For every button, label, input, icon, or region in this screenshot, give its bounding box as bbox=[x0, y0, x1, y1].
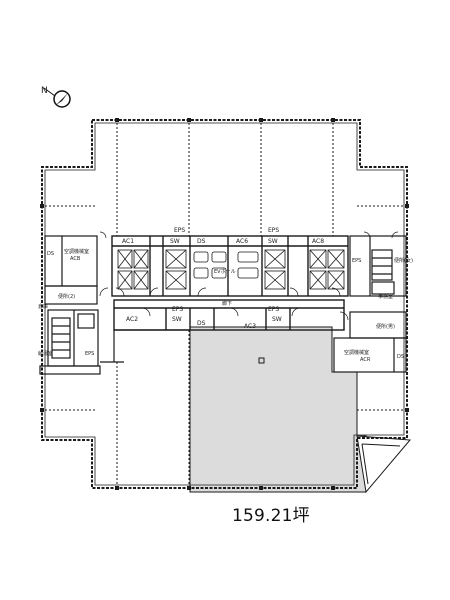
room-label-office: 事務室 bbox=[378, 293, 393, 300]
room-label-acb: ACB bbox=[70, 256, 81, 262]
partition-walls bbox=[100, 329, 190, 363]
right-service-block bbox=[333, 235, 407, 373]
room-label-eps-right: EPS bbox=[352, 258, 361, 264]
room-label-sw-1: SW bbox=[170, 238, 180, 245]
room-label-ac6: AC6 bbox=[236, 238, 248, 245]
room-label-ac1: AC1 bbox=[122, 238, 134, 245]
leased-area bbox=[189, 326, 367, 493]
room-label-ds-2: DS bbox=[197, 320, 206, 327]
elevators bbox=[117, 249, 345, 290]
room-label-wc-m: 便所(男) bbox=[376, 323, 395, 330]
room-label-eps-1: EPS bbox=[174, 227, 185, 234]
room-label-sw-3: SW bbox=[172, 316, 182, 323]
compass-north-label: N bbox=[41, 86, 48, 96]
room-label-ds-left: DS bbox=[47, 251, 54, 257]
room-label-eps-2: EPS bbox=[268, 227, 279, 234]
room-label-ahu-left: 空調機械室 bbox=[64, 248, 89, 255]
room-label-eps-4: EPS bbox=[268, 306, 279, 313]
room-label-ds-right: DS bbox=[397, 354, 404, 360]
room-label-ac3: AC3 bbox=[244, 323, 256, 330]
room-label-corridor: 廊下 bbox=[222, 300, 232, 307]
room-label-kitchen: 給湯室 bbox=[38, 350, 53, 357]
room-label-sw-4: SW bbox=[272, 316, 282, 323]
column-grid bbox=[45, 123, 404, 485]
room-label-storage: 倉庫 bbox=[38, 303, 48, 310]
room-label-sw-2: SW bbox=[268, 238, 278, 245]
columns bbox=[40, 118, 409, 490]
corner-triangle bbox=[356, 435, 412, 494]
room-label-eps-3: EPS bbox=[172, 306, 183, 313]
core bbox=[111, 235, 349, 331]
room-label-wc-2: 便所(2) bbox=[58, 293, 75, 300]
compass-icon: N bbox=[41, 86, 71, 108]
room-label-ds-1: DS bbox=[197, 238, 206, 245]
room-label-ev-hall: EVホール bbox=[214, 269, 236, 275]
left-service-block bbox=[39, 235, 101, 375]
room-label-ahu-right: 空調機械室 bbox=[344, 349, 369, 356]
room-label-acr: ACR bbox=[360, 357, 371, 363]
building-outline bbox=[41, 119, 408, 489]
floor-area-label: 159.21坪 bbox=[232, 506, 310, 526]
door-swings bbox=[99, 231, 399, 321]
room-label-ac8: AC8 bbox=[312, 238, 324, 245]
room-label-wc-f: 便所(女) bbox=[394, 257, 413, 264]
room-label-eps-left: EPS bbox=[85, 351, 94, 357]
room-label-ac2: AC2 bbox=[126, 316, 138, 323]
